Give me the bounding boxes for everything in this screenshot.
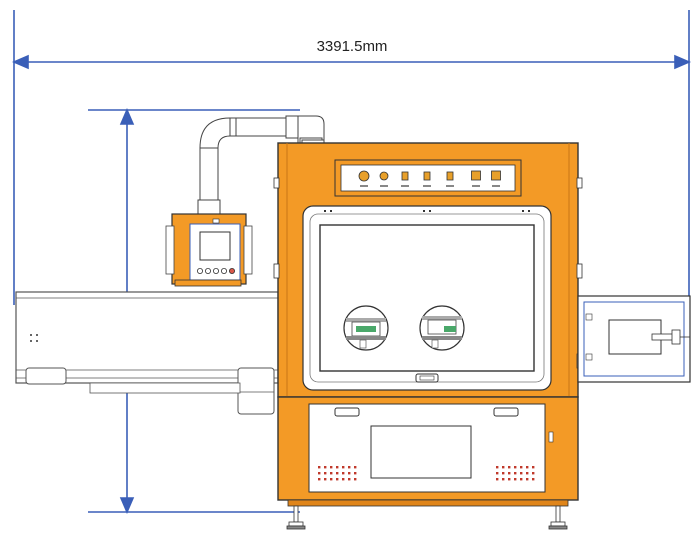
- vent-hole: [336, 466, 339, 469]
- vent-hole: [526, 472, 529, 475]
- panel-button-legend-2: [380, 185, 388, 187]
- vent-hole: [324, 466, 327, 469]
- vent-hole: [348, 466, 351, 469]
- gripper-mechanism: [651, 329, 690, 345]
- panel-button-legend-5: [446, 185, 454, 187]
- vent-hole: [330, 466, 333, 469]
- vent-hole: [318, 478, 321, 481]
- operator-panel: [334, 159, 522, 197]
- vent-hole: [354, 478, 357, 481]
- height-arrow-bottom: [119, 497, 135, 515]
- vent-grille-left: [318, 466, 357, 481]
- vent-hole: [502, 478, 505, 481]
- height-arrow-top: [119, 107, 135, 125]
- hmi-buttons: [196, 267, 235, 274]
- hmi-control-box: [165, 213, 253, 287]
- left-conveyor: [15, 291, 279, 415]
- vent-hole: [526, 478, 529, 481]
- panel-button-legend-4: [423, 185, 431, 187]
- vent-hole: [520, 478, 523, 481]
- vent-hole: [354, 466, 357, 469]
- vent-hole: [520, 466, 523, 469]
- vent-hole: [342, 478, 345, 481]
- panel-button-2: [379, 171, 389, 181]
- height-dimension: [88, 107, 300, 515]
- panel-button-legend-1: [360, 185, 368, 187]
- vent-hole: [514, 472, 517, 475]
- vent-hole: [318, 472, 321, 475]
- vent-hole: [508, 466, 511, 469]
- vent-hole: [342, 472, 345, 475]
- lower-cabinet: [277, 396, 579, 507]
- vent-hole: [496, 472, 499, 475]
- vent-hole: [324, 472, 327, 475]
- panel-button-legend-3: [401, 185, 409, 187]
- vent-hole: [324, 478, 327, 481]
- vent-hole: [330, 472, 333, 475]
- vent-hole: [502, 472, 505, 475]
- vent-hole: [496, 466, 499, 469]
- viewing-window: [302, 205, 552, 391]
- vent-hole: [532, 478, 535, 481]
- vent-hole: [532, 466, 535, 469]
- vent-hole: [354, 472, 357, 475]
- vent-hole: [496, 478, 499, 481]
- vent-hole: [508, 472, 511, 475]
- vent-hole: [348, 472, 351, 475]
- vent-hole: [508, 478, 511, 481]
- panel-button-1: [358, 170, 370, 182]
- vent-hole: [342, 466, 345, 469]
- panel-button-7: [491, 170, 501, 181]
- vent-hole: [502, 466, 505, 469]
- width-arrow-left: [11, 54, 29, 70]
- vent-hole: [318, 466, 321, 469]
- panel-button-legend-6: [472, 185, 480, 187]
- inspection-port-left: [343, 305, 389, 351]
- vent-hole: [532, 472, 535, 475]
- vent-hole: [526, 466, 529, 469]
- panel-button-legend-7: [492, 185, 500, 187]
- vent-hole: [514, 466, 517, 469]
- panel-button-6: [471, 170, 481, 181]
- vent-hole: [330, 478, 333, 481]
- panel-button-3: [401, 171, 409, 181]
- panel-button-5: [446, 171, 454, 181]
- vent-hole: [348, 478, 351, 481]
- leveling-feet: [286, 505, 568, 530]
- vent-hole: [336, 478, 339, 481]
- width-dimension: [11, 10, 692, 305]
- vent-hole: [514, 478, 517, 481]
- width-arrow-right: [674, 54, 692, 70]
- panel-button-4: [423, 171, 431, 181]
- inspection-port-right: [419, 305, 465, 351]
- vent-hole: [336, 472, 339, 475]
- width-label: 3391.5mm: [317, 38, 388, 55]
- vent-grille-right: [496, 466, 535, 481]
- vent-hole: [520, 472, 523, 475]
- right-outfeed-unit: [577, 295, 691, 383]
